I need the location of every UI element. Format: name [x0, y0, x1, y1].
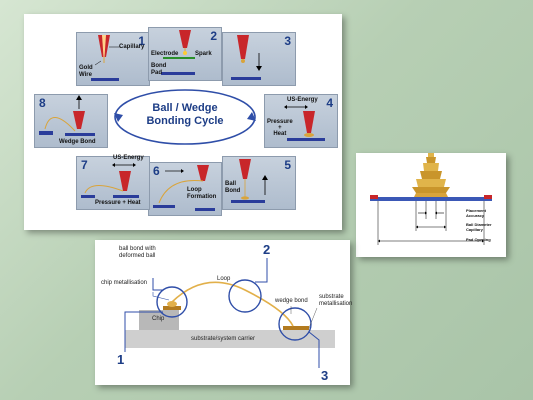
substrate-icon: [91, 78, 119, 81]
zoom-circle-2: [228, 279, 262, 313]
capillary-label: Capillary: [119, 44, 145, 50]
placement-diagram: [370, 153, 492, 245]
cycle-title: Ball / Wedge Bonding Cycle: [130, 102, 240, 128]
cycle-title-line2: Bonding Cycle: [146, 115, 224, 127]
step-number: 1: [138, 34, 145, 48]
callout-3: 3: [321, 368, 329, 383]
wire-bond-diagram: [124, 258, 335, 368]
capillary-icon: [237, 35, 249, 59]
step-number: 6: [153, 164, 160, 178]
capillary-icon: [73, 111, 85, 129]
capillary-icon: [197, 165, 209, 181]
spark-icon: [183, 51, 187, 55]
step-1-box: 1 Gold Wire Capillary: [76, 32, 150, 86]
wedge-bond-label: Wedge Bond: [59, 139, 96, 145]
gold-wire-label: Gold Wire: [79, 65, 93, 78]
step-number: 7: [81, 158, 88, 172]
pressure-heat-label: Pressure + Heat: [267, 119, 293, 137]
us-energy-label: US-Energy: [113, 155, 144, 161]
chip-label: Chip: [152, 316, 165, 322]
substrate-metallisation-label: substrate metallisation: [319, 294, 353, 307]
step-6-box: 6 Loop Formation: [148, 162, 222, 216]
us-energy-label: US-Energy: [287, 97, 318, 103]
loop-label: Loop: [217, 276, 231, 282]
capillary-icon: [303, 111, 315, 133]
step-number: 2: [210, 29, 217, 43]
ball-bond-icon: [167, 301, 177, 307]
ball-icon: [414, 193, 448, 197]
step-4-box: 4 US-Energy Pressure + Heat: [264, 94, 338, 148]
callout-1: 1: [117, 352, 125, 367]
cycle-arrow-right: [247, 112, 256, 121]
chip-icon: [139, 310, 179, 330]
ball-diameter-label: Ball Diameter Capillary: [466, 222, 492, 232]
cycle-arrow-left: [114, 113, 123, 122]
step-5-box: 5 Ball Bond: [222, 156, 296, 210]
zoom-circle-3: [278, 307, 312, 341]
placement-accuracy-label: Placement Accuracy: [466, 208, 487, 218]
pressure-heat-label: Pressure + Heat: [95, 200, 141, 206]
ball-bond-label: ball bond with deformed ball: [119, 246, 156, 259]
electrode-label: Electrode: [151, 51, 179, 57]
step-2-box: 2 Electrode Spark Bond Pad: [148, 27, 222, 81]
step-7-box: 7 US-Energy Pressure + Heat: [76, 155, 150, 210]
step-3-box: 3: [222, 32, 296, 86]
spark-label: Spark: [195, 51, 212, 57]
cycle-ellipse: [114, 89, 256, 145]
callout-2: 2: [263, 242, 271, 257]
capillary-icon: [119, 171, 131, 191]
step-number: 5: [284, 158, 291, 172]
bond-pad-icon: [370, 197, 492, 201]
cycle-title-line1: Ball / Wedge: [152, 102, 218, 114]
loop-formation-label: Loop Formation: [187, 187, 217, 200]
step-number: 4: [326, 96, 333, 110]
carrier-label: substrate/system carrier: [191, 336, 256, 342]
ball-bond-label: Ball Bond: [225, 181, 241, 194]
wire-loop: [158, 179, 204, 204]
capillary-tier-icon: [412, 187, 450, 193]
step-number: 8: [39, 96, 46, 110]
chip-metallisation-label: chip metallisation: [101, 280, 148, 286]
bond-wire: [171, 281, 294, 327]
capillary-icon: [179, 30, 191, 48]
placement-detail-panel: Placement Accuracy Ball Diameter Capilla…: [356, 153, 506, 257]
step-number: 3: [284, 34, 291, 48]
zoom-circle-1: [156, 286, 188, 318]
wedge-bond-label: wedge bond: [275, 298, 308, 304]
bonding-cycle-panel: Ball / Wedge Bonding Cycle 1 Gold Wire C…: [24, 14, 342, 230]
bond-pad-label: Bond Pad: [151, 63, 167, 76]
capillary-icon: [239, 159, 251, 179]
step-8-box: 8 Wedge Bond: [34, 94, 108, 148]
wire-bond-process-panel: ball bond with deformed ball chip metall…: [95, 240, 353, 385]
pad-opening-label: Pad Opening: [466, 237, 491, 242]
